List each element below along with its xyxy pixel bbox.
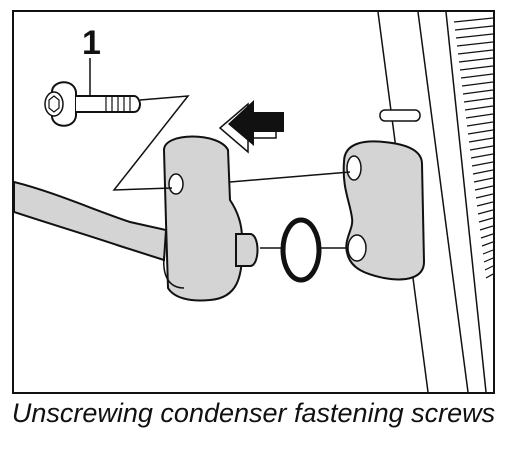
diagram-figure: 1 [12, 10, 495, 394]
condenser-bracket [342, 140, 426, 281]
figure-caption: Unscrewing condenser fastening screws [11, 398, 496, 428]
o-ring [280, 217, 322, 283]
refrigerant-line [14, 135, 259, 302]
callout-number: 1 [82, 24, 101, 62]
condenser-panel [377, 12, 493, 392]
arrow-left-icon [218, 100, 284, 154]
diagram-drawing [14, 12, 493, 392]
screw-icon [44, 58, 142, 127]
guide-lines [112, 95, 351, 249]
